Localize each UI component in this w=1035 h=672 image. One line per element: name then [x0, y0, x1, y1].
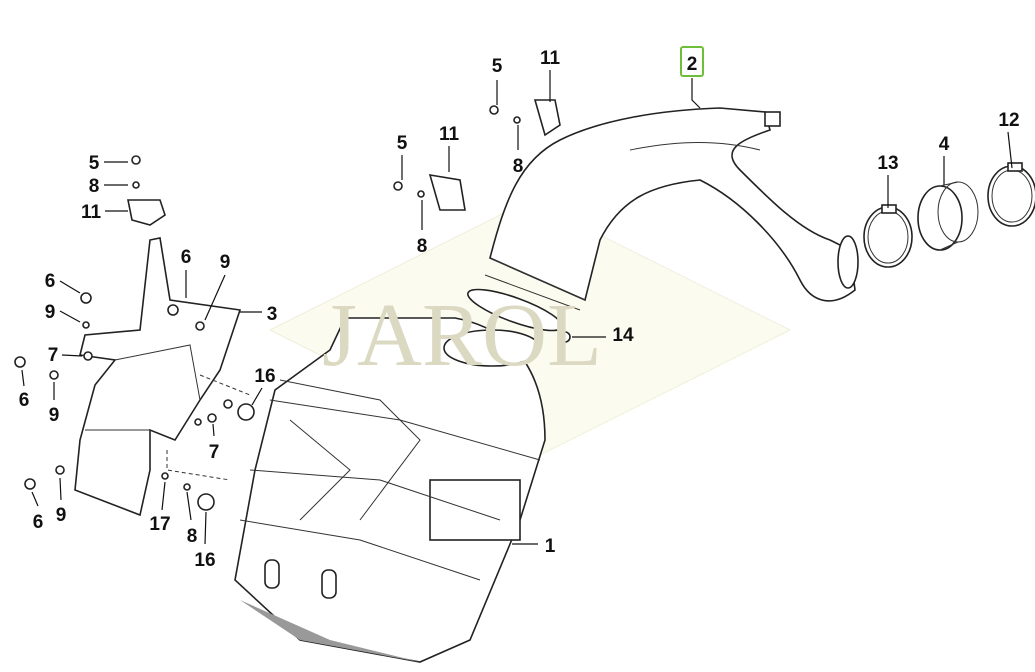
- callout-7[interactable]: 7: [209, 442, 220, 463]
- callout-17[interactable]: 17: [149, 514, 170, 535]
- part-1-air-filter-housing[interactable]: [234, 317, 546, 663]
- part-4-sleeve[interactable]: [917, 181, 979, 251]
- callout-16[interactable]: 16: [194, 550, 215, 571]
- part-12-hose-clamp[interactable]: [987, 162, 1035, 227]
- fasteners: [14, 99, 561, 511]
- callout-8[interactable]: 8: [187, 526, 198, 547]
- callout-5[interactable]: 5: [397, 133, 408, 154]
- callout-14[interactable]: 14: [612, 325, 634, 346]
- callout-8[interactable]: 8: [417, 236, 428, 257]
- leader-lines: [21, 70, 1013, 545]
- part-14-clamp[interactable]: [464, 282, 571, 343]
- callout-9[interactable]: 9: [49, 405, 60, 426]
- selected-callout-highlight: [680, 46, 704, 77]
- callout-3[interactable]: 3: [267, 304, 278, 325]
- callout-6[interactable]: 6: [45, 271, 56, 292]
- callout-11[interactable]: 11: [439, 124, 460, 145]
- callout-4[interactable]: 4: [939, 134, 950, 155]
- callout-7[interactable]: 7: [48, 345, 59, 366]
- part-2-intake-hose[interactable]: [484, 107, 859, 311]
- callout-6[interactable]: 6: [19, 390, 30, 411]
- watermark-text: JAROL: [322, 286, 602, 385]
- callout-13[interactable]: 13: [877, 153, 898, 174]
- part-13-hose-clamp[interactable]: [863, 204, 913, 268]
- callout-1[interactable]: 1: [545, 536, 556, 557]
- callout-9[interactable]: 9: [45, 302, 56, 323]
- callout-labels: 2 11 5 8 5 11 8 5 8 11 6 9 6 9 3 7 6 9 1…: [19, 48, 1020, 571]
- callout-5[interactable]: 5: [89, 153, 100, 174]
- callout-12[interactable]: 12: [998, 110, 1019, 131]
- callout-5[interactable]: 5: [492, 56, 503, 77]
- callout-9[interactable]: 9: [56, 505, 67, 526]
- callout-9[interactable]: 9: [220, 252, 231, 273]
- callout-11[interactable]: 11: [540, 48, 561, 69]
- callout-11[interactable]: 11: [81, 202, 102, 223]
- callout-2[interactable]: 2: [687, 54, 698, 75]
- callout-16[interactable]: 16: [254, 366, 275, 387]
- callout-8[interactable]: 8: [513, 156, 524, 177]
- callout-6[interactable]: 6: [181, 247, 192, 268]
- callout-6[interactable]: 6: [33, 512, 44, 533]
- part-3-bracket[interactable]: [74, 237, 242, 517]
- callout-8[interactable]: 8: [89, 176, 100, 197]
